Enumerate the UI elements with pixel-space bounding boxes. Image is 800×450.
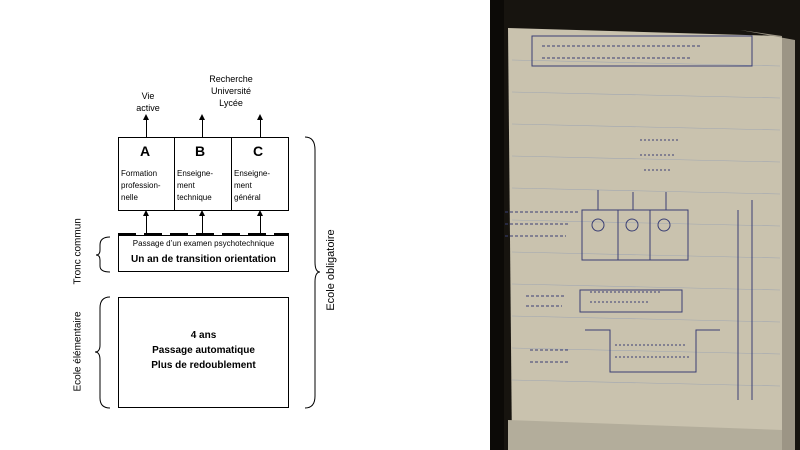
- columns-box: [118, 137, 289, 211]
- tronc-transition-text: Un an de transition orientation: [130, 254, 276, 265]
- column-divider-1: [174, 137, 175, 211]
- dashed-divider: [118, 233, 289, 236]
- brace-tronc-commun: [95, 236, 111, 273]
- arrow-up-b-out: [199, 114, 205, 137]
- arrow-up-c-in: [257, 210, 263, 234]
- tronc-commun-box: [118, 235, 289, 272]
- braces: [94, 136, 321, 409]
- column-a-letter: A: [140, 143, 151, 159]
- arrow-up-a-out: [143, 114, 149, 137]
- tronc-exam-text: Passage d’un examen psychotechnique: [132, 239, 275, 248]
- ecole-obligatoire-label: Ecole obligatoire: [325, 229, 337, 311]
- column-divider-2: [231, 137, 232, 211]
- notebook-page: [508, 28, 782, 450]
- column-b-letter: B: [195, 143, 206, 159]
- output-recherche: Recherche Université Lycée: [209, 74, 253, 108]
- column-b-text: Enseigne- ment technique: [177, 169, 214, 202]
- arrow-up-c-out: [257, 114, 263, 137]
- elementaire-line-1: 4 ans: [190, 330, 217, 341]
- tronc-commun-label: Tronc commun: [72, 218, 84, 285]
- column-c-text: Enseigne- ment général: [234, 169, 271, 202]
- column-a-text: Formation profession- nelle: [121, 169, 161, 202]
- notebook-photo: [490, 0, 800, 450]
- ecole-elementaire-label: Ecole élémentaire: [72, 311, 84, 392]
- output-vie-active: Vie active: [136, 91, 160, 113]
- arrow-up-b-in: [199, 210, 205, 234]
- elementaire-line-2: Passage automatique: [152, 345, 255, 356]
- column-c-letter: C: [253, 143, 264, 159]
- arrow-up-a-in: [143, 210, 149, 234]
- brace-obligatoire: [304, 136, 321, 409]
- orientation-diagram: Vie active Recherche Université Lycée A …: [72, 74, 337, 409]
- brace-elementaire: [94, 296, 111, 409]
- elementaire-line-3: Plus de redoublement: [151, 360, 256, 371]
- ecole-elementaire-box: [118, 297, 289, 408]
